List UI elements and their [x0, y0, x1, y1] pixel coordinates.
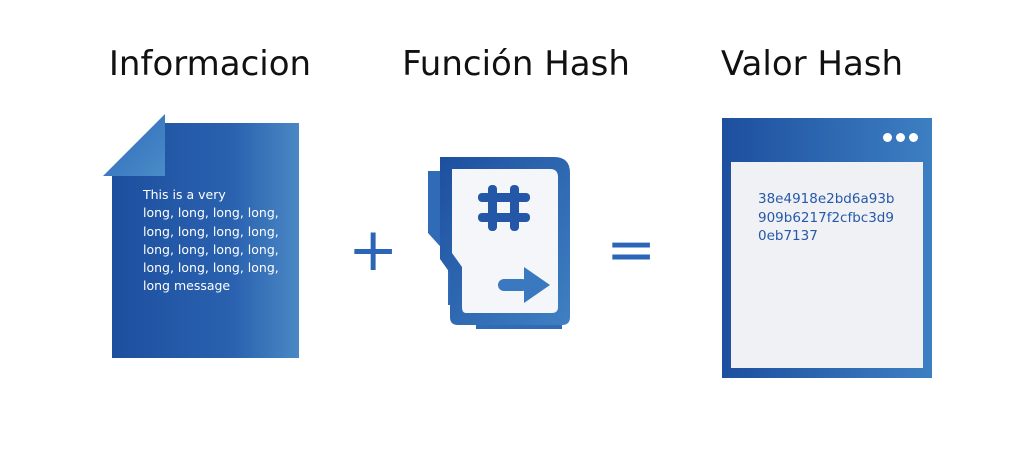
- document-line: long, long, long, long,: [143, 241, 279, 257]
- document-line: This is a very: [143, 187, 226, 202]
- hash-line: 0eb7137: [758, 228, 818, 244]
- hash-sign-icon: [478, 185, 530, 231]
- window-menu-icon: [883, 133, 918, 142]
- document-icon: This is a very long, long, long, long, l…: [103, 114, 303, 364]
- document-line: long message: [143, 278, 231, 294]
- heading-hash-function: Función Hash: [402, 44, 630, 84]
- hash-value-text: 38e4918e2bd6a93b 909b6217f2cfbc3d9 0eb71…: [758, 190, 918, 246]
- heading-information: Informacion: [108, 44, 312, 84]
- plus-operator: +: [348, 215, 399, 285]
- document-text: This is a very long, long, long, long, l…: [143, 186, 293, 296]
- arrow-right-icon: [498, 267, 550, 303]
- document-line: long, long, long, long,: [143, 205, 279, 221]
- document-line: long, long, long, long,: [143, 260, 279, 276]
- document-line: long, long, long, long,: [143, 223, 279, 239]
- hash-function-icon: [422, 155, 572, 335]
- dot-icon: [896, 133, 905, 142]
- window-icon: 38e4918e2bd6a93b 909b6217f2cfbc3d9 0eb71…: [722, 118, 932, 378]
- hash-line: 909b6217f2cfbc3d9: [758, 209, 894, 226]
- dot-icon: [909, 133, 918, 142]
- heading-hash-value: Valor Hash: [720, 44, 904, 84]
- dot-icon: [883, 133, 892, 142]
- hash-line: 38e4918e2bd6a93b: [758, 191, 895, 207]
- equals-operator: =: [606, 215, 657, 285]
